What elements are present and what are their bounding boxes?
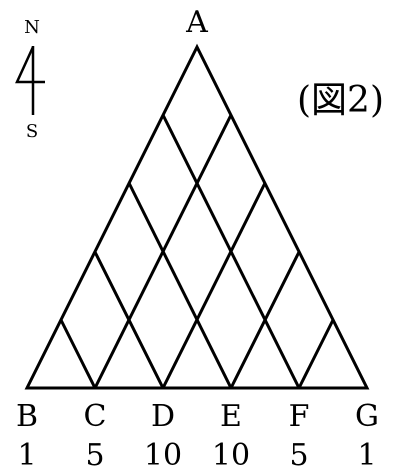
point-label-g: G (355, 399, 379, 434)
compass-south-label: S (26, 121, 38, 142)
point-count-c: 5 (85, 438, 104, 472)
grid-line-f (297, 319, 335, 389)
point-label-d: D (151, 399, 175, 434)
triangle-outline (24, 43, 370, 390)
compass-north-label: N (24, 17, 40, 38)
point-count-g: 1 (357, 438, 376, 472)
bottom-point-counts: 1 5 10 10 5 1 (17, 438, 376, 472)
grid-lines-left-leaning (59, 114, 301, 389)
point-label-b: B (16, 399, 38, 434)
point-label-e: E (220, 399, 242, 434)
grid-line-d (161, 182, 267, 389)
apex-label: A (185, 5, 208, 40)
point-label-f: F (289, 399, 310, 434)
point-count-d: 10 (144, 438, 182, 472)
grid-line-f-left (161, 114, 301, 389)
point-count-e: 10 (212, 438, 250, 472)
north-arrow-icon: N S (15, 17, 45, 142)
figure-label: (図2) (297, 80, 384, 121)
compass-flag (15, 46, 45, 84)
point-count-f: 5 (289, 438, 308, 472)
grid-line-e-left (127, 182, 233, 389)
point-label-c: C (84, 399, 107, 434)
grid-line-d-left (93, 251, 165, 389)
point-count-b: 1 (17, 438, 36, 472)
grid-line-c-left (59, 319, 97, 389)
bottom-point-labels: B C D E F G (16, 399, 379, 434)
